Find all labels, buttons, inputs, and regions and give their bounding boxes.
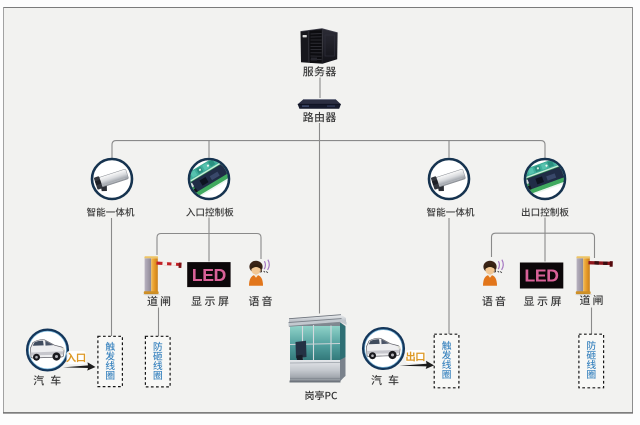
svg-text:LED: LED <box>192 265 226 285</box>
svg-text:LED: LED <box>525 266 559 286</box>
svg-text:LED: LED <box>525 266 559 286</box>
svg-text:LED: LED <box>192 265 226 285</box>
